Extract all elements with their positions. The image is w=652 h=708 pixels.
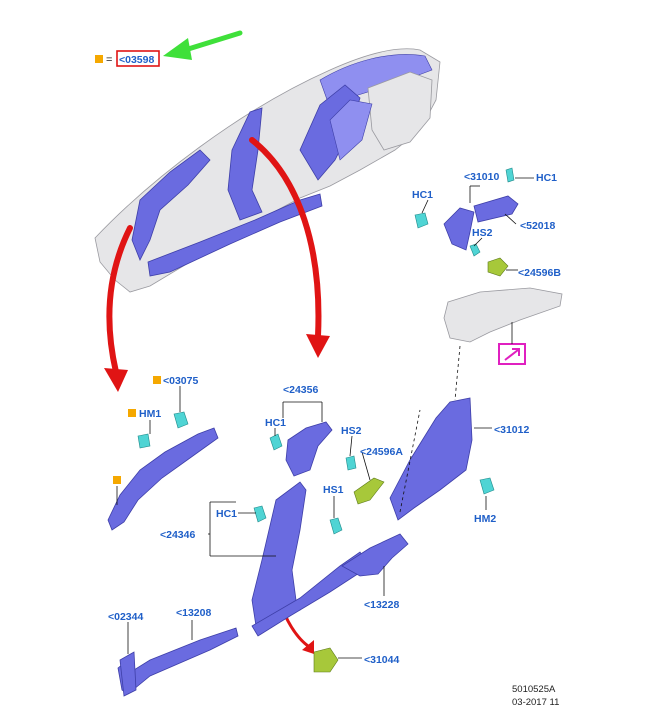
label-31010[interactable]: <31010 (464, 171, 499, 183)
label-24596b[interactable]: <24596B (518, 267, 561, 279)
label-hc1-low[interactable]: HC1 (216, 508, 237, 520)
label-13208[interactable]: <13208 (176, 607, 211, 619)
body-side-assembly (94, 48, 441, 293)
upper-right-parts (414, 167, 563, 401)
a-pillar-trim (107, 411, 219, 531)
legend-marker (95, 55, 103, 63)
label-31012[interactable]: <31012 (494, 424, 529, 436)
legend-equals: = (106, 54, 112, 66)
marker-a-pillar (113, 476, 121, 484)
label-24356[interactable]: <24356 (283, 384, 318, 396)
label-03075[interactable]: <03075 (163, 375, 198, 387)
label-13228[interactable]: <13228 (364, 599, 399, 611)
label-02344[interactable]: <02344 (108, 611, 143, 623)
label-24346[interactable]: <24346 (160, 529, 195, 541)
label-hc1-top-right[interactable]: HC1 (536, 172, 557, 184)
label-31044[interactable]: <31044 (364, 654, 399, 666)
label-hs2-top[interactable]: HS2 (472, 227, 493, 239)
footer-date: 03-2017 11 (512, 697, 559, 708)
b-pillar-parts (117, 397, 495, 697)
label-hc1-mid[interactable]: HC1 (265, 417, 286, 429)
legend-code[interactable]: <03598 (119, 54, 154, 66)
label-52018[interactable]: <52018 (520, 220, 555, 232)
label-hm2[interactable]: HM2 (474, 513, 496, 525)
footer-ref: 5010525A (512, 684, 556, 695)
label-24596a[interactable]: <24596A (360, 446, 403, 458)
label-hm1[interactable]: HM1 (139, 408, 161, 420)
red-arrow-left (104, 225, 133, 392)
marker-03075 (153, 376, 161, 384)
red-arrow-middle (249, 137, 330, 358)
label-hc1-top-left[interactable]: HC1 (412, 189, 433, 201)
label-hs1[interactable]: HS1 (323, 484, 344, 496)
view-callout-arrow-icon (504, 348, 520, 361)
green-pointer-arrow (163, 30, 243, 60)
legend-code-box (116, 50, 160, 67)
marker-hm1 (128, 409, 136, 417)
red-arrow-small (283, 613, 314, 654)
label-hs2-mid[interactable]: HS2 (341, 425, 362, 437)
